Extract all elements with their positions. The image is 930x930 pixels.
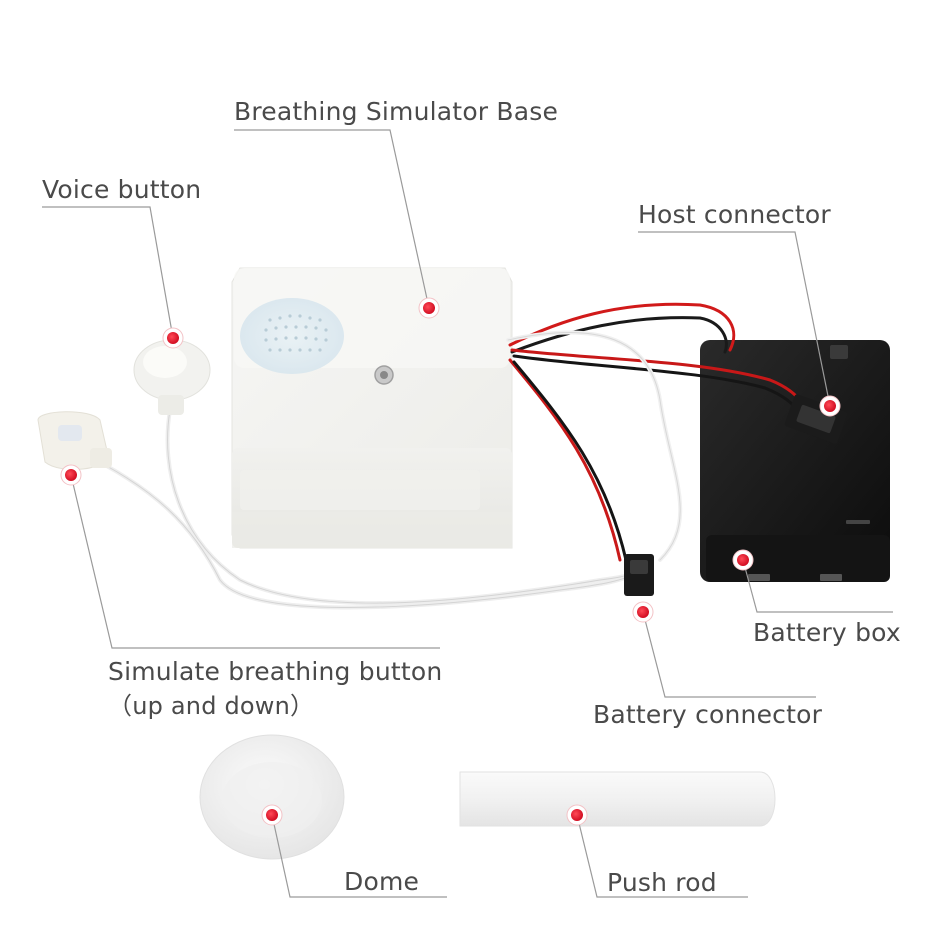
marker-simulate-button — [60, 464, 82, 486]
voice-button-device — [133, 339, 211, 415]
label-breathing-simulator-base: Breathing Simulator Base — [234, 97, 559, 126]
callout-markers — [60, 297, 841, 826]
battery-box — [700, 340, 890, 582]
dome-part — [199, 734, 345, 860]
label-host-connector: Host connector — [638, 200, 831, 229]
label-battery-box: Battery box — [753, 618, 901, 647]
battery-connector-plug — [624, 554, 654, 596]
label-battery-connector: Battery connector — [593, 700, 823, 729]
wires — [103, 302, 807, 610]
marker-breathing-base — [418, 297, 440, 319]
marker-push-rod — [566, 804, 588, 826]
label-push-rod: Push rod — [607, 868, 717, 897]
marker-host-connector — [819, 395, 841, 417]
breathing-simulator-base — [231, 267, 513, 549]
marker-dome — [261, 804, 283, 826]
leader-lines — [42, 129, 893, 898]
marker-voice-button — [162, 327, 184, 349]
marker-battery-connector — [632, 601, 654, 623]
marker-battery-box — [732, 549, 754, 571]
label-simulate-breathing-button: Simulate breathing button — [108, 657, 443, 686]
label-voice-button: Voice button — [42, 175, 202, 204]
simulate-breathing-button-device — [37, 411, 112, 470]
speaker-grille — [240, 298, 344, 374]
label-dome: Dome — [344, 867, 420, 896]
label-simulate-breathing-button-note: （up and down） — [108, 692, 315, 720]
push-rod-part — [459, 771, 776, 827]
